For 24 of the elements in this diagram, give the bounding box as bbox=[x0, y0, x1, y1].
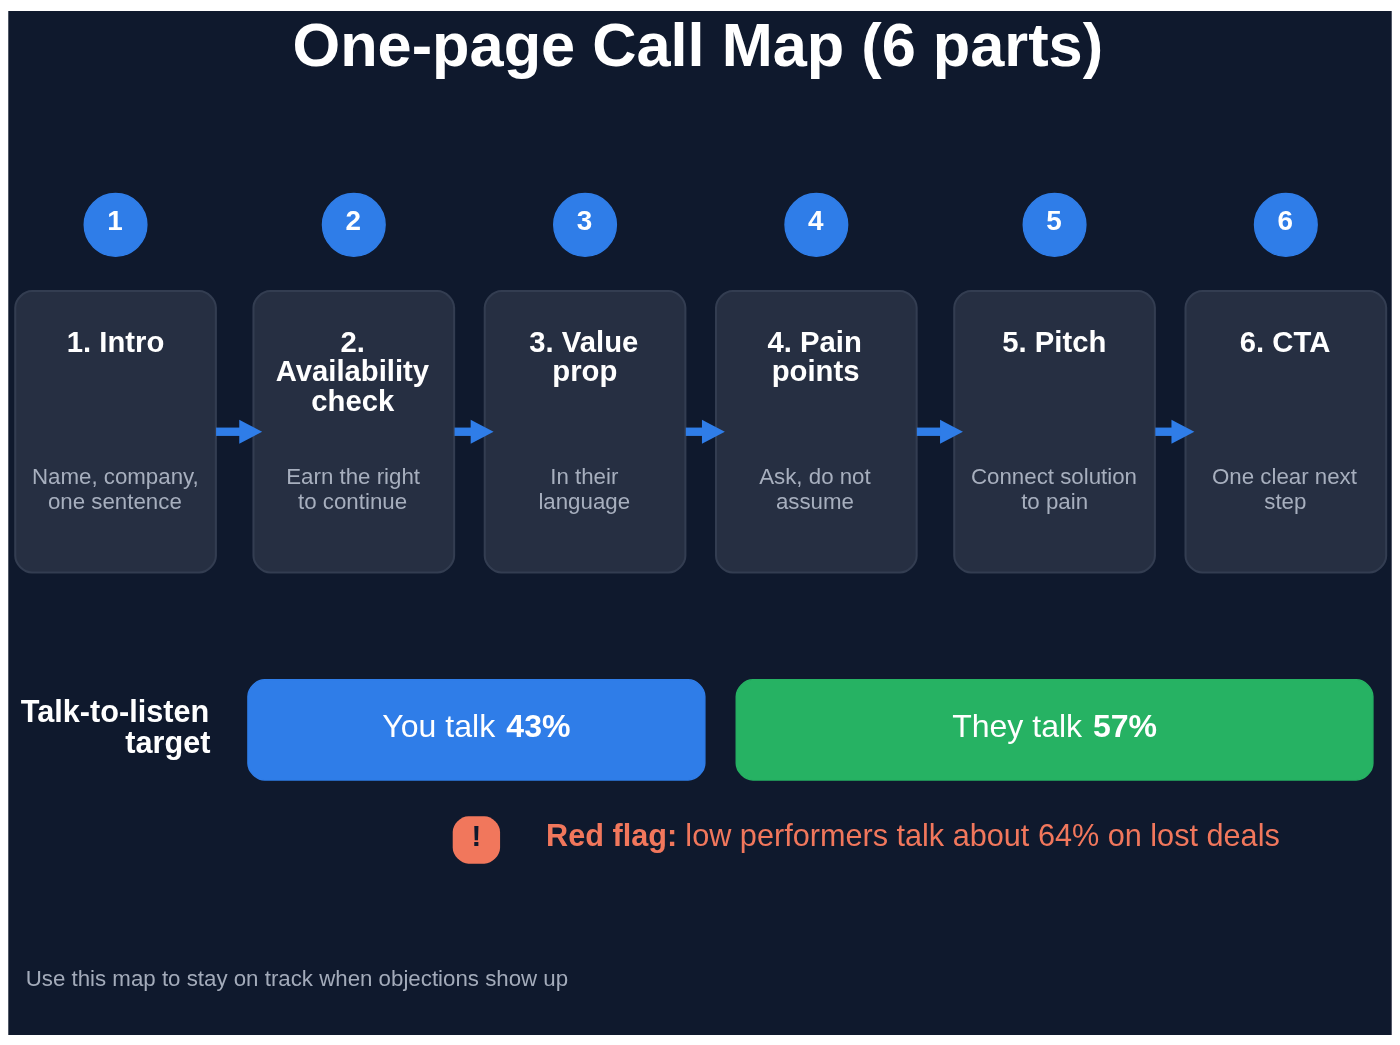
node-box: 4. Pain points Ask, do not assume bbox=[714, 289, 918, 573]
node-circle: 1 bbox=[83, 192, 148, 257]
arrow bbox=[916, 419, 963, 444]
label: Talk-to-listen target bbox=[20, 693, 211, 759]
node-circle: 2 bbox=[321, 192, 386, 257]
arrow bbox=[685, 419, 725, 444]
node-circle: 6 bbox=[1253, 192, 1318, 257]
caption: Use this map to stay on track when objections show up bbox=[25, 965, 569, 991]
label: Red flag: low performers talk about 64% on lost deals bbox=[546, 817, 1280, 852]
diagram-title: One-page Call Map (6 parts) bbox=[292, 10, 1104, 79]
node-box: They talk 57% bbox=[735, 678, 1374, 781]
arrow bbox=[1155, 419, 1195, 444]
node-box: 2. Availability check Earn the right to continue bbox=[252, 289, 456, 573]
node-box: 3. Value prop In their language bbox=[483, 289, 687, 573]
node-box: You talk 43% bbox=[247, 678, 706, 781]
node-box: 1. Intro Name, company, one sentence bbox=[14, 289, 217, 573]
node-box: 5. Pitch Connect solution to pain bbox=[953, 289, 1156, 573]
arrow bbox=[454, 419, 494, 444]
arrow bbox=[216, 419, 263, 444]
node-circle: 3 bbox=[553, 192, 618, 257]
node-box: 6. CTA One clear next step bbox=[1184, 289, 1388, 573]
node-circle: 5 bbox=[1022, 192, 1087, 257]
label: ! bbox=[471, 819, 482, 852]
node-circle: 4 bbox=[784, 192, 849, 257]
